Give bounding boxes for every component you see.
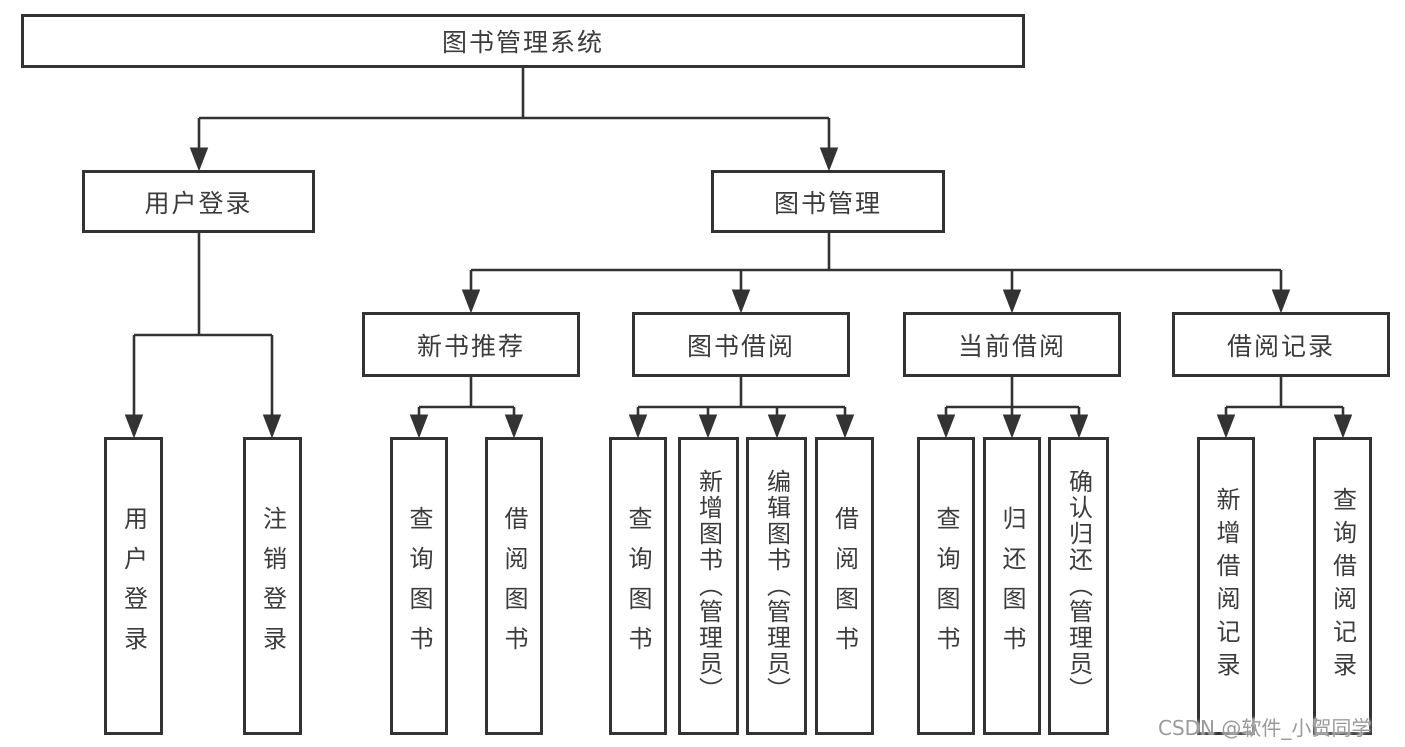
branch-new-book-recommendation bbox=[409, 377, 524, 439]
arrow-down-icon bbox=[1333, 414, 1353, 439]
branch-book-management bbox=[461, 233, 1291, 314]
leaf-borrow-books-recommendation: 借阅图书 bbox=[485, 437, 543, 735]
branch-book-borrowing bbox=[628, 377, 855, 439]
leaf-user-login: 用户登录 bbox=[104, 437, 163, 735]
arrow-down-icon bbox=[1002, 289, 1022, 314]
arrow-down-icon bbox=[1002, 414, 1022, 439]
node-label: 当前借阅 bbox=[957, 331, 1066, 361]
leaf-add-borrowing-record: 新增借阅记录 bbox=[1197, 437, 1255, 735]
arrow-down-icon bbox=[628, 414, 648, 439]
leaf-add-books-admin: 新增图书（管理员） bbox=[678, 437, 739, 735]
node-library-management-system: 图书管理系统 bbox=[21, 14, 1025, 68]
arrow-down-icon bbox=[262, 414, 282, 439]
node-label: 图书借阅 bbox=[686, 331, 795, 361]
node-label: 借阅记录 bbox=[1226, 331, 1335, 361]
leaf-confirm-return-admin: 确认归还（管理员） bbox=[1048, 437, 1109, 735]
node-current-borrowing: 当前借阅 bbox=[903, 312, 1121, 377]
arrow-down-icon bbox=[767, 414, 787, 439]
node-label: 查询图书 bbox=[624, 506, 652, 666]
arrow-down-icon bbox=[731, 289, 751, 314]
node-label: 新增借阅记录 bbox=[1212, 487, 1240, 685]
node-label: 用户登录 bbox=[119, 506, 148, 666]
arrow-down-icon bbox=[698, 414, 718, 439]
leaf-query-books-recommendation: 查询图书 bbox=[390, 437, 448, 735]
arrow-down-icon bbox=[189, 147, 209, 172]
node-label: 图书管理系统 bbox=[441, 28, 604, 57]
leaf-query-borrowing-record: 查询借阅记录 bbox=[1313, 437, 1372, 735]
node-borrowing-records: 借阅记录 bbox=[1172, 312, 1390, 377]
arrow-down-icon bbox=[409, 414, 429, 439]
node-new-book-recommendation: 新书推荐 bbox=[362, 312, 580, 377]
branch-borrowing-records bbox=[1216, 377, 1353, 439]
leaf-edit-books-admin: 编辑图书（管理员） bbox=[746, 437, 807, 735]
leaf-borrow-books: 借阅图书 bbox=[815, 437, 874, 735]
node-label: 借阅图书 bbox=[500, 506, 528, 666]
arrow-down-icon bbox=[124, 414, 144, 439]
arrow-down-icon bbox=[1216, 414, 1236, 439]
node-label: 确认归还（管理员） bbox=[1064, 469, 1093, 703]
node-label: 查询图书 bbox=[405, 506, 433, 666]
arrow-down-icon bbox=[504, 414, 524, 439]
arrow-down-icon bbox=[936, 414, 956, 439]
node-label: 借阅图书 bbox=[830, 506, 859, 666]
node-label: 查询图书 bbox=[932, 506, 960, 666]
node-label: 图书管理 bbox=[773, 188, 882, 218]
node-book-borrowing: 图书借阅 bbox=[632, 312, 850, 377]
node-label: 新书推荐 bbox=[416, 331, 525, 361]
arrow-down-icon bbox=[819, 147, 839, 172]
node-label: 新增图书（管理员） bbox=[694, 469, 723, 703]
node-label: 编辑图书（管理员） bbox=[762, 469, 791, 703]
node-user-login: 用户登录 bbox=[82, 170, 315, 233]
arrow-down-icon bbox=[461, 289, 481, 314]
node-label: 注销登录 bbox=[258, 506, 287, 666]
arrow-down-icon bbox=[835, 414, 855, 439]
csdn-watermark: CSDN @软件_小贺同学 bbox=[1158, 716, 1372, 740]
node-label: 查询借阅记录 bbox=[1328, 487, 1357, 685]
node-label: 归还图书 bbox=[998, 506, 1026, 666]
leaf-logout: 注销登录 bbox=[243, 437, 302, 735]
branch-root bbox=[189, 68, 839, 172]
leaf-return-books: 归还图书 bbox=[983, 437, 1041, 735]
leaf-query-books-current: 查询图书 bbox=[917, 437, 975, 735]
arrow-down-icon bbox=[1069, 414, 1089, 439]
arrow-down-icon bbox=[1271, 289, 1291, 314]
branch-current-borrowing bbox=[936, 377, 1089, 439]
node-book-management: 图书管理 bbox=[711, 170, 945, 233]
leaf-query-books-borrowing: 查询图书 bbox=[609, 437, 667, 735]
branch-user-login bbox=[124, 233, 282, 439]
node-label: 用户登录 bbox=[144, 188, 253, 218]
